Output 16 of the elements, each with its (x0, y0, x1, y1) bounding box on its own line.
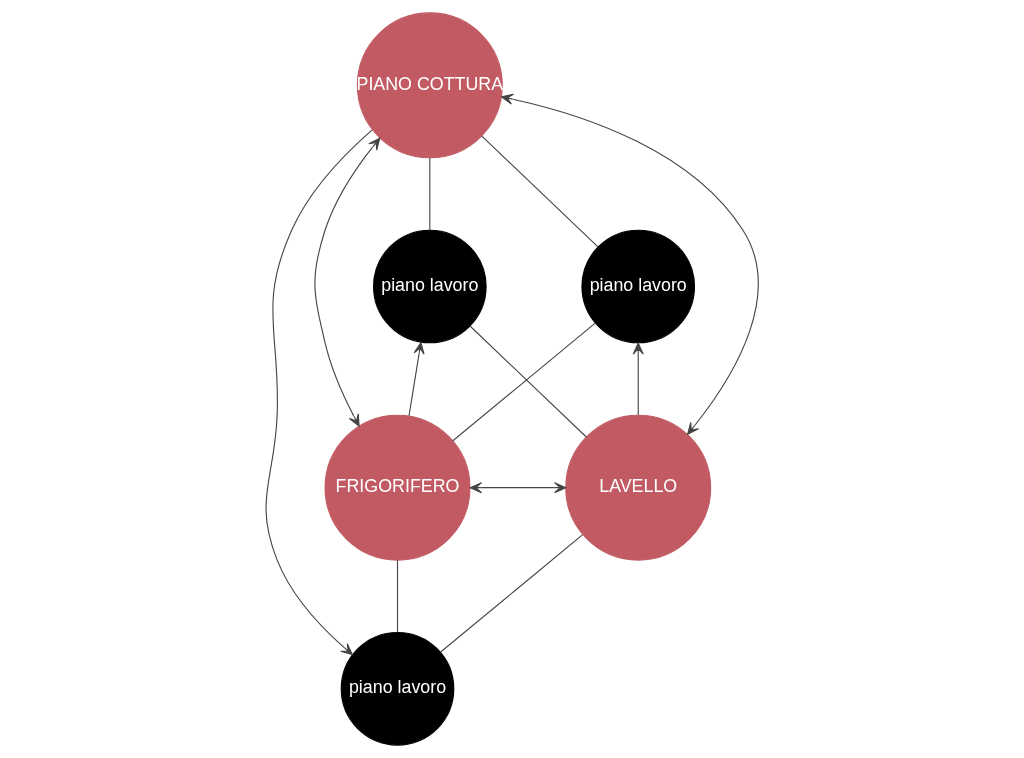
arrow (632, 342, 644, 416)
node-circle: LAVELLO (565, 414, 712, 561)
connector (396, 559, 399, 633)
connector (469, 325, 587, 438)
connector (439, 534, 584, 653)
node-circle: piano lavoro (373, 229, 487, 344)
connector (429, 157, 431, 231)
arrow (408, 341, 425, 417)
connector (481, 135, 599, 248)
node-circle: PIANO COTTURA (356, 12, 503, 159)
connector (452, 322, 596, 442)
arrow (265, 129, 373, 656)
arrow (501, 93, 759, 435)
arrow (469, 482, 567, 494)
arrow (314, 137, 381, 427)
node-circle: piano lavoro (581, 229, 696, 344)
